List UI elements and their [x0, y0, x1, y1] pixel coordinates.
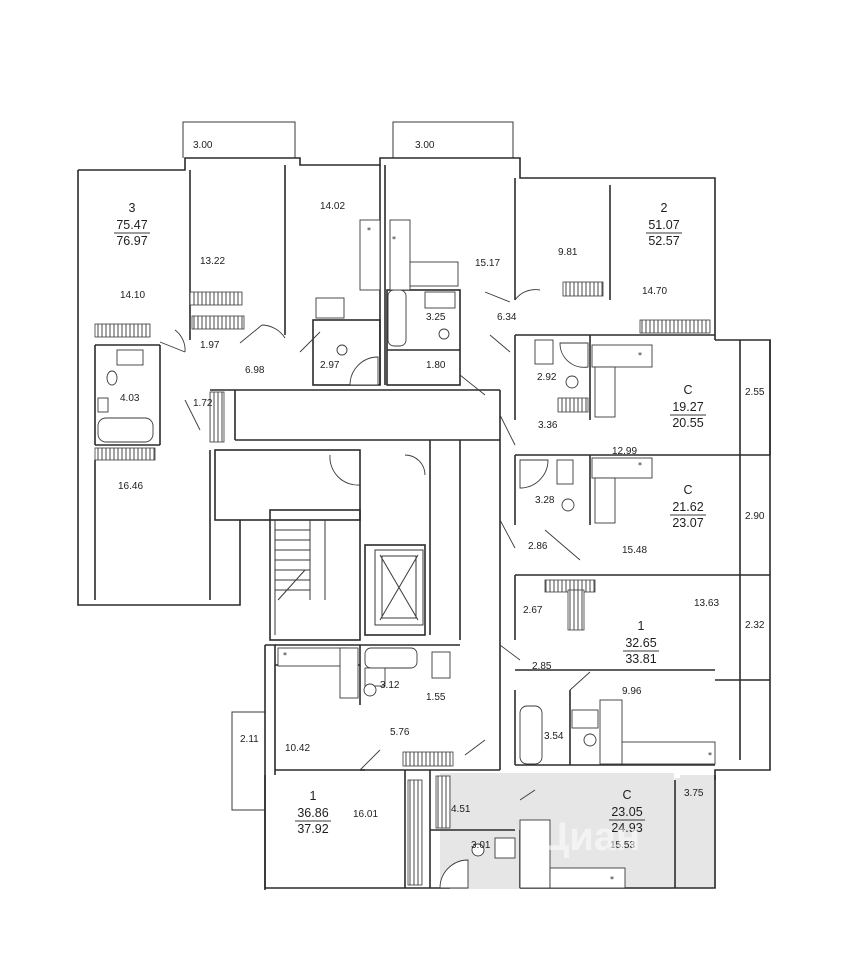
room-area: 13.63	[694, 598, 719, 609]
room-area: 2.55	[745, 387, 765, 398]
svg-text:21.62: 21.62	[672, 500, 703, 514]
room-area: 2.90	[745, 511, 765, 522]
svg-text:52.57: 52.57	[648, 234, 679, 248]
room-area: 2.11	[240, 734, 259, 745]
svg-text:19.27: 19.27	[672, 400, 703, 414]
room-area: 3.12	[380, 680, 400, 691]
room-area: 6.98	[245, 365, 265, 376]
stairwell	[274, 520, 326, 635]
doors	[159, 289, 591, 801]
room-area: 6.34	[497, 312, 517, 323]
bath-fixtures	[97, 289, 599, 889]
room-area: 12.99	[612, 446, 637, 457]
svg-text:С: С	[622, 788, 631, 802]
room-area: 3.75	[684, 788, 704, 799]
room-area: 2.97	[320, 360, 340, 371]
room-area: 13.22	[200, 256, 225, 267]
fridge-mark: *	[392, 235, 396, 244]
room-area: 4.03	[120, 393, 140, 404]
room-area: 2.67	[523, 605, 543, 616]
room-area: 1.72	[193, 398, 213, 409]
svg-text:1: 1	[310, 789, 317, 803]
svg-text:23.05: 23.05	[611, 805, 642, 819]
fridge-mark: *	[610, 875, 614, 884]
room-area: 3.00	[415, 140, 435, 151]
room-area: 4.51	[451, 804, 471, 815]
apartment-label-3[interactable]: 3 75.47 76.97	[114, 201, 150, 248]
room-area: 16.46	[118, 481, 143, 492]
apartment-label-1b[interactable]: 1 36.86 37.92	[295, 789, 331, 836]
room-area: 16.01	[353, 809, 378, 820]
room-area: 15.53	[610, 840, 635, 851]
room-area: 1.55	[426, 692, 446, 703]
room-area: 3.00	[193, 140, 213, 151]
wardrobes	[94, 281, 711, 886]
room-area: 10.42	[285, 743, 310, 754]
room-area: 2.32	[745, 620, 765, 631]
room-area: 3.25	[426, 312, 446, 323]
room-area: 14.02	[320, 201, 345, 212]
svg-text:23.07: 23.07	[672, 516, 703, 530]
apartment-labels: 3 75.47 76.97 2 51.07 52.57 С 19.27 20.5…	[114, 201, 706, 836]
apartment-label-c2[interactable]: С 21.62 23.07	[670, 483, 706, 530]
room-area: 3.36	[538, 420, 558, 431]
room-area: 15.48	[622, 545, 647, 556]
svg-text:2: 2	[661, 201, 668, 215]
svg-text:20.55: 20.55	[672, 416, 703, 430]
svg-text:3: 3	[129, 201, 136, 215]
svg-text:36.86: 36.86	[297, 806, 328, 820]
svg-text:1: 1	[638, 619, 645, 633]
room-area: 14.70	[642, 286, 667, 297]
svg-text:33.81: 33.81	[625, 652, 656, 666]
fridge-marks: * * * * * * *	[283, 226, 712, 884]
internal-walls	[94, 165, 715, 888]
room-area: 2.85	[532, 661, 552, 672]
room-area: 1.80	[426, 360, 446, 371]
svg-text:51.07: 51.07	[648, 218, 679, 232]
room-area: 3.28	[535, 495, 555, 506]
room-area: 14.10	[120, 290, 145, 301]
room-area: 2.86	[528, 541, 548, 552]
watermark: Циан	[540, 815, 640, 859]
room-area: 9.81	[558, 247, 578, 258]
fridge-mark: *	[638, 461, 642, 470]
svg-text:75.47: 75.47	[116, 218, 147, 232]
apartment-label-c3[interactable]: С 23.05 24.93	[609, 788, 645, 835]
room-area: 2.92	[537, 372, 557, 383]
fridge-mark: *	[708, 751, 712, 760]
elevator-shaft	[374, 549, 424, 626]
svg-text:32.65: 32.65	[625, 636, 656, 650]
apartment-label-2[interactable]: 2 51.07 52.57	[646, 201, 682, 248]
svg-text:С: С	[683, 383, 692, 397]
svg-text:С: С	[683, 483, 692, 497]
kitchen-fixtures	[277, 219, 716, 889]
fridge-mark: *	[283, 651, 287, 660]
fridge-mark: *	[638, 351, 642, 360]
fridge-mark: *	[367, 226, 371, 235]
room-area-labels: 3.00 3.00 14.02 13.22 15.17 9.81 14.10 1…	[118, 140, 765, 851]
svg-text:37.92: 37.92	[297, 822, 328, 836]
svg-text:24.93: 24.93	[611, 821, 642, 835]
room-area: 3.54	[544, 731, 564, 742]
room-area: 1.97	[200, 340, 220, 351]
apartment-label-c1[interactable]: С 19.27 20.55	[670, 383, 706, 430]
apartment-label-1a[interactable]: 1 32.65 33.81	[623, 619, 659, 666]
room-area: 15.17	[475, 258, 500, 269]
room-area: 5.76	[390, 727, 410, 738]
room-area: 9.96	[622, 686, 642, 697]
room-area: 3.01	[471, 840, 491, 851]
svg-text:76.97: 76.97	[116, 234, 147, 248]
